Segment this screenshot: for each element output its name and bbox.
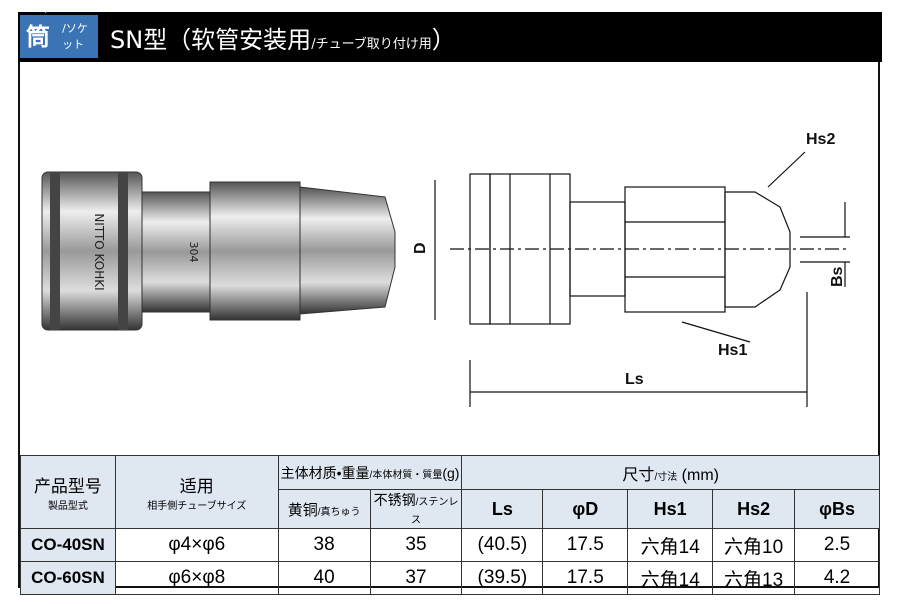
header-tube: 适用相手側チューブサイズ [114,455,279,529]
title-sub: /チューブ取り付け用 [311,37,432,52]
cell-ls: (39.5) [461,561,544,595]
cell-d: 17.5 [542,561,629,595]
photo-brand-marking: NITTO KOHKI [92,213,106,290]
table-row: CO-40SN φ4×φ6 38 35 (40.5) 17.5 六角14 六角1… [20,528,880,562]
header-d: φD [542,489,629,529]
product-drawing: NITTO KOHKI 304 Hs2 Hs1 D Bs Ls [41,131,850,407]
page-title: SN型（软管安装用/チューブ取り付け用） [110,20,456,55]
title-main: SN型（软管安装用 [110,26,312,54]
header-material: 主体材质•重量/本体材質・質量(g) [277,455,463,490]
cell-brass: 40 [277,561,371,595]
cell-model: CO-60SN [20,561,116,595]
title-close: ） [431,26,456,54]
cell-hs1: 六角14 [627,561,714,595]
label-ls: Ls [625,371,644,388]
spec-table: 产品型号製品型式 适用相手側チューブサイズ 主体材质•重量/本体材質・質量(g)… [20,455,880,595]
cell-bs: 4.2 [794,561,880,595]
header-hs2: Hs2 [712,489,796,529]
header-brass: 黄铜/真ちゅう [277,489,371,529]
header-dimensions: 尺寸/寸法 (mm) [461,455,880,490]
header-bar [18,12,882,62]
header-ls: Ls [461,489,544,529]
header-bs: φBs [794,489,880,529]
cell-ls: (40.5) [461,528,544,562]
header-hs1: Hs1 [627,489,714,529]
cell-hs2: 六角10 [712,528,796,562]
cell-model: CO-40SN [20,528,116,562]
cell-bs: 2.5 [794,528,880,562]
category-label: 套筒/ソケット [20,0,98,58]
photo-grade-marking: 304 [187,242,200,263]
product-photo: NITTO KOHKI 304 [41,171,396,331]
cell-brass: 38 [277,528,371,562]
cell-stainless: 37 [369,561,463,595]
cell-hs2: 六角13 [712,561,796,595]
label-d: D [412,242,429,254]
table-row: CO-60SN φ6×φ8 40 37 (39.5) 17.5 六角14 六角1… [20,561,880,595]
label-bs: Bs [829,266,846,287]
label-hs2: Hs2 [806,131,835,148]
cell-tube: φ4×φ6 [114,528,279,562]
header-stainless: 不锈钢/ステンレス [369,489,463,529]
label-hs1: Hs1 [718,342,747,359]
cell-stainless: 35 [369,528,463,562]
header-model: 产品型号製品型式 [20,455,116,529]
cell-hs1: 六角14 [627,528,714,562]
category-title: 套筒 [26,0,50,51]
cell-tube: φ6×φ8 [114,561,279,595]
technical-diagram [434,151,850,407]
cell-d: 17.5 [542,528,629,562]
category-subtitle: /ソケット [62,22,88,51]
